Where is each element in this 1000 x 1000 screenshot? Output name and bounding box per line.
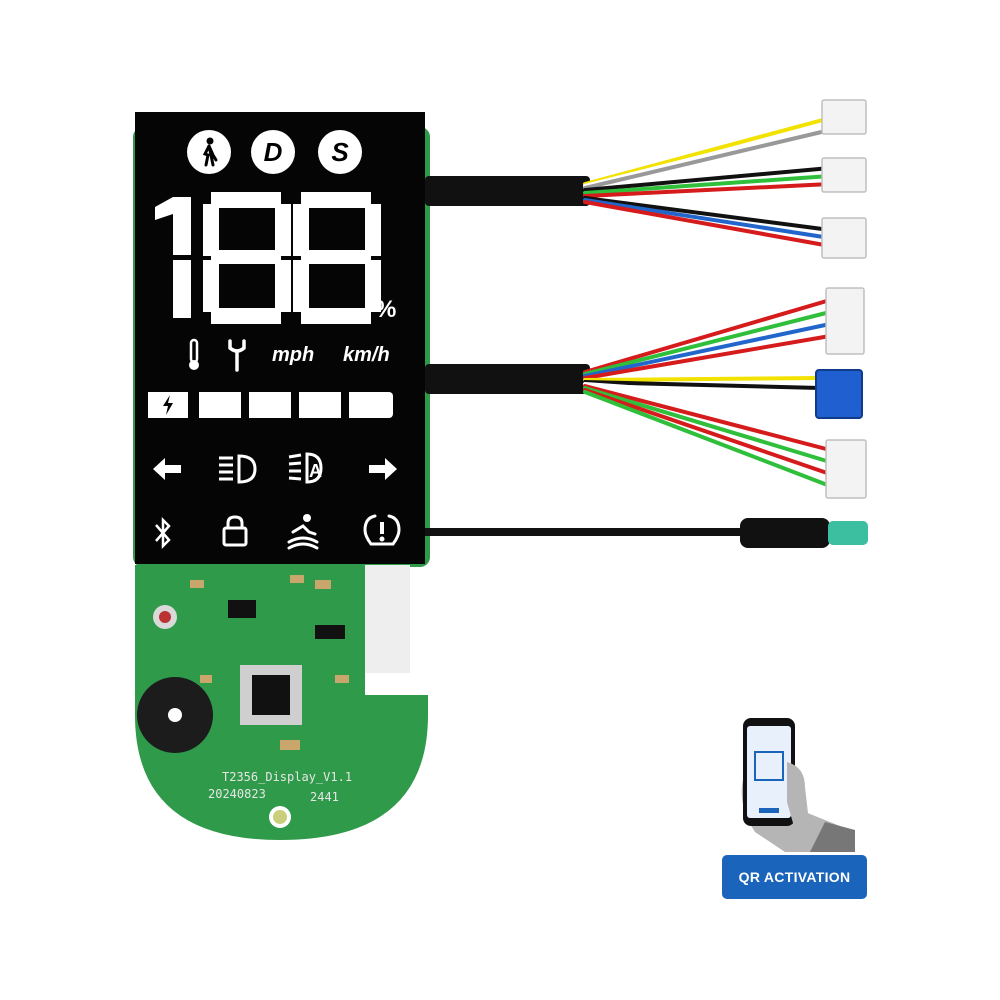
percent-unit: % (375, 296, 397, 323)
thermometer-icon (189, 338, 199, 370)
arrow-right-icon (369, 458, 397, 480)
svg-text:A: A (309, 461, 322, 481)
lcd-display: D S % (135, 112, 425, 564)
pcb-label-code: 2441 (310, 790, 339, 804)
tire-pressure-icon (363, 514, 401, 546)
pcb-board-lower (135, 565, 428, 840)
mode-s-label: S (331, 136, 349, 167)
headlight-icon (219, 454, 257, 484)
mode-d-label: D (263, 136, 283, 167)
pcb-label-date: 20240823 (208, 787, 266, 801)
arrow-left-icon (153, 458, 181, 480)
mode-d-button: D (251, 130, 295, 174)
qr-activation-badge: QR ACTIVATION (722, 855, 867, 899)
lock-icon (222, 515, 248, 547)
mode-s-button: S (318, 130, 362, 174)
cruise-icon (287, 514, 319, 550)
digit-1 (155, 197, 191, 318)
unit-kmh: km/h (343, 344, 390, 366)
digit-8b (293, 192, 381, 324)
auto-headlight-icon: A (288, 452, 323, 484)
phone-hand-illustration (741, 718, 855, 852)
unit-mph: mph (272, 344, 315, 366)
battery-segment-3 (299, 392, 341, 418)
battery-segment-1 (199, 392, 241, 418)
battery-segment-4 (349, 392, 393, 418)
battery-segment-2 (249, 392, 291, 418)
bluetooth-icon (155, 516, 171, 550)
battery-charge-icon (148, 392, 188, 418)
wrench-icon (228, 339, 246, 372)
digit-8a (203, 192, 291, 324)
speed-digits (155, 192, 381, 324)
walk-mode-icon (187, 130, 231, 174)
pcb-label-model: T2356_Display_V1.1 (222, 770, 353, 784)
